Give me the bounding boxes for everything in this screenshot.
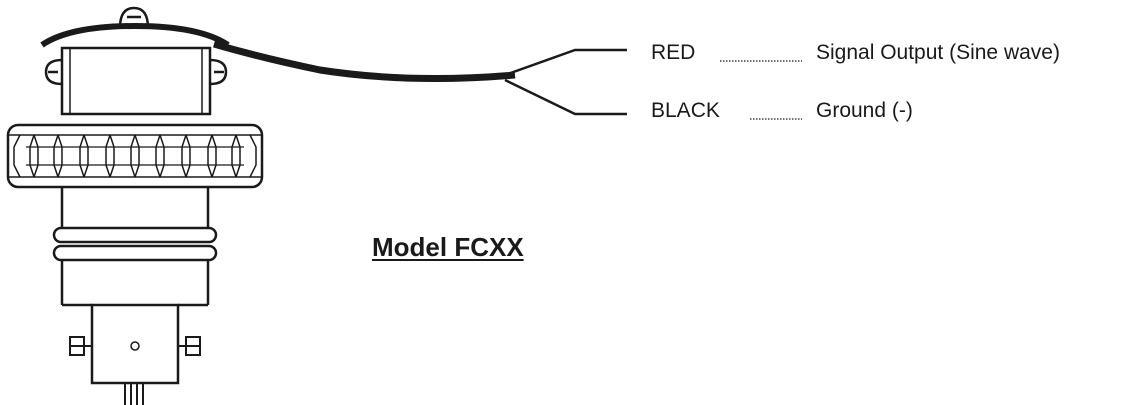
upper-housing	[60, 46, 212, 116]
cable-cap	[40, 22, 230, 48]
side-screw-right	[209, 58, 228, 86]
knurled-collar	[6, 123, 264, 189]
side-screw-left	[44, 58, 63, 86]
connector-hole	[130, 341, 140, 351]
red-wire-label: RED	[651, 41, 696, 64]
black-wire-function: Ground (-)	[816, 99, 913, 122]
red-wire-function: Signal Output (Sine wave)	[816, 41, 1060, 64]
wire-split	[504, 48, 627, 116]
bottom-connector	[69, 303, 201, 385]
lower-body	[52, 187, 218, 307]
sensor-cable	[213, 40, 516, 82]
top-nut	[118, 6, 150, 29]
bottom-leads	[124, 383, 144, 405]
black-wire-label: BLACK	[651, 99, 720, 122]
model-title: Model FCXX	[372, 232, 524, 262]
